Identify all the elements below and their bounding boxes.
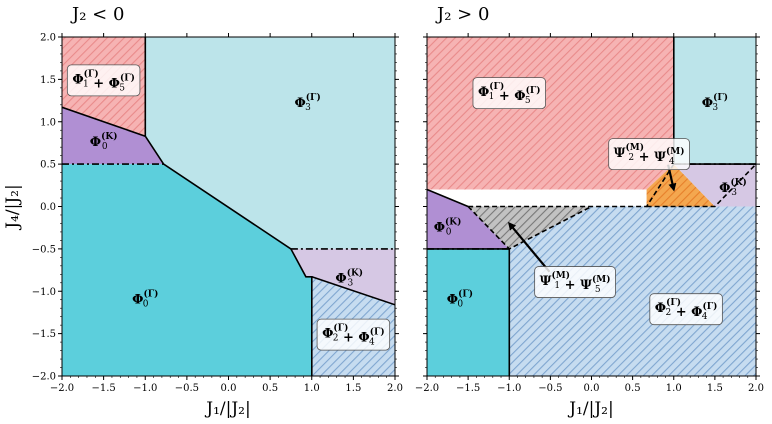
- x-tick-label: 0.5: [262, 383, 278, 394]
- panel-2: −2.0 −1.5 −1.0 −0.5 0.0 0.5 1.0 1.5 2.0 J₂ > 0 J₁/…: [415, 4, 764, 419]
- label-phi3K-text: Φ(K)3: [335, 267, 363, 288]
- label-phi0G: Φ(Γ)0: [132, 288, 158, 309]
- region-phi0G: [427, 248, 510, 376]
- region-psi1-psi5: [468, 206, 592, 249]
- x-tick-label: 1.0: [304, 383, 320, 394]
- label-phi1-phi5-box: [66, 64, 141, 97]
- x-axis-label: J₁/|J₂|: [204, 399, 250, 419]
- y-tick-label: −1.5: [32, 329, 56, 340]
- label-phi3K: Φ(K)3: [719, 176, 747, 197]
- region-phi0K: [62, 107, 164, 165]
- label-phi1-phi5: Φ(Γ)1 + Φ(Γ)5: [66, 64, 141, 97]
- x-tick-label: −0.5: [538, 383, 562, 394]
- region-labels: Φ(Γ)1 + Φ(Γ)5 Φ(Γ)3Φ(K)3Φ(K)0Φ(Γ)0 Φ(Γ)2 +…: [434, 77, 747, 326]
- x-tick-label: −0.5: [175, 383, 199, 394]
- label-phi3G-text: Φ(Γ)3: [294, 92, 320, 113]
- label-phi0K-text: Φ(K)0: [434, 216, 462, 237]
- label-psi2-psi4-tag: Ψ(M)2 + Ψ(M)4: [608, 138, 690, 171]
- region-phi3G: [145, 37, 395, 249]
- y-tick-label: 2.0: [40, 33, 56, 44]
- y-tick-label: 0.5: [40, 160, 56, 171]
- region-phi3K: [673, 164, 756, 207]
- boundary-dashed: [467, 205, 592, 250]
- y-tick-label: −0.5: [32, 244, 56, 255]
- y-tick-label: 0.0: [40, 202, 56, 213]
- label-phi2-phi4: Φ(Γ)2 + Φ(Γ)4: [316, 318, 391, 351]
- label-phi1-phi5: Φ(Γ)1 + Φ(Γ)5: [472, 77, 546, 109]
- label-phi2-phi4-box: [316, 318, 391, 351]
- boundary-dashed: [646, 163, 756, 208]
- region-psi2-psi4: [646, 164, 715, 207]
- x-tick-label: −1.0: [133, 383, 157, 394]
- x-tick-label: −2.0: [415, 383, 439, 394]
- label-phi0K: Φ(K)0: [434, 216, 462, 237]
- label-phi3G: Φ(Γ)3: [294, 92, 320, 113]
- x-tick-label: −1.5: [456, 383, 480, 394]
- label-phi2-phi4: Φ(Γ)2 + Φ(Γ)4: [649, 293, 723, 326]
- label-phi3G-text: Φ(Γ)3: [702, 92, 728, 113]
- panel-title: J₂ > 0: [435, 4, 489, 25]
- label-psi1-psi5-tag-text: Ψ(M)1 + Ψ(M)5: [540, 270, 611, 295]
- label-psi1-psi5-tag: Ψ(M)1 + Ψ(M)5: [534, 266, 616, 298]
- y-tick-label: 1.0: [40, 117, 56, 128]
- annotation-arrow: [507, 221, 551, 273]
- x-tick-label: −1.5: [91, 383, 115, 394]
- label-phi0G-text: Φ(Γ)0: [132, 288, 158, 309]
- label-phi3G: Φ(Γ)3: [702, 92, 728, 113]
- label-phi3K: Φ(K)3: [335, 267, 363, 288]
- boundary-solid: [311, 276, 395, 306]
- label-phi1-phi5-box: [472, 77, 546, 109]
- y-tick-label: −1.0: [32, 287, 56, 298]
- region-phi3K: [290, 248, 395, 305]
- x-tick-label: 1.5: [707, 383, 723, 394]
- x-axis-label: J₁/|J₂|: [567, 399, 613, 419]
- x-tick-label: 0.0: [584, 383, 600, 394]
- label-phi0G: Φ(Γ)0: [447, 288, 473, 309]
- label-phi3K-text: Φ(K)3: [719, 176, 747, 197]
- boundary-solid: [62, 106, 146, 137]
- label-psi2-psi4-tag-box: [608, 138, 690, 171]
- y-tick-label: −2.0: [32, 372, 56, 383]
- panel-title: J₂ < 0: [70, 4, 124, 25]
- region-phi3G: [673, 37, 756, 165]
- label-psi2-psi4-tag-text: Ψ(M)2 + Ψ(M)4: [614, 142, 685, 167]
- boundary-solid: [144, 135, 313, 376]
- region-labels: Φ(Γ)1 + Φ(Γ)5Φ(K)0 Φ(Γ)3Φ(Γ)0 Φ(K)3Φ(Γ)2 +…: [66, 64, 391, 351]
- region-phi2-phi4: [509, 206, 756, 376]
- panel-1: −2.0 −1.5 −1.0 −0.5 0.0 0.5 1.0 1.5 2.0 −2.0 −1.5 −…: [3, 4, 403, 419]
- y-axis-label: J₄/|J₂|: [3, 184, 23, 230]
- label-phi0G-text: Φ(Γ)0: [447, 288, 473, 309]
- x-tick-label: 2.0: [387, 383, 403, 394]
- label-phi2-phi4-box: [649, 293, 723, 326]
- label-phi0K-text: Φ(K)0: [90, 131, 118, 152]
- label-psi1-psi5-tag-box: [534, 266, 616, 298]
- plot-area: [427, 37, 756, 376]
- label-phi2-phi4-text: Φ(Γ)2 + Φ(Γ)4: [322, 322, 385, 347]
- x-tick-label: 1.0: [666, 383, 682, 394]
- label-phi1-phi5-text: Φ(Γ)1 + Φ(Γ)5: [72, 68, 135, 93]
- label-phi0K: Φ(K)0: [90, 131, 118, 152]
- region-phi0K: [427, 189, 510, 249]
- y-tick-label: 1.5: [40, 75, 56, 86]
- x-tick-label: 0.5: [625, 383, 641, 394]
- label-phi2-phi4-text: Φ(Γ)2 + Φ(Γ)4: [655, 297, 718, 322]
- x-tick-label: −2.0: [50, 383, 74, 394]
- x-tick-label: 1.5: [345, 383, 361, 394]
- boundary-solid: [427, 188, 469, 208]
- region-phi0G: [62, 164, 312, 376]
- x-tick-label: 2.0: [748, 383, 764, 394]
- label-phi1-phi5-text: Φ(Γ)1 + Φ(Γ)5: [478, 81, 541, 106]
- plot-area: [62, 37, 395, 376]
- x-tick-label: 0.0: [221, 383, 237, 394]
- x-tick-label: −1.0: [497, 383, 521, 394]
